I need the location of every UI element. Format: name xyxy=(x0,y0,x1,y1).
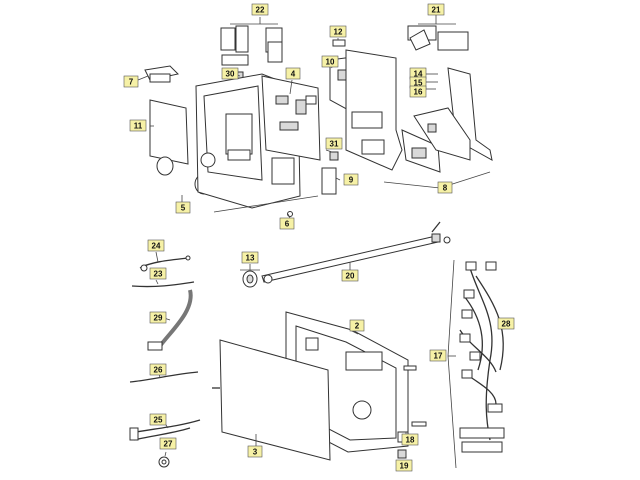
callout-24: 24 xyxy=(147,239,165,252)
callout-label: 30 xyxy=(226,70,235,79)
callout-12: 12 xyxy=(329,25,347,38)
callout-30: 30 xyxy=(221,67,239,80)
part-7-clip xyxy=(137,65,180,83)
callout-29: 29 xyxy=(149,311,167,324)
part-20-rod xyxy=(261,221,451,284)
part-29-tube xyxy=(147,289,193,351)
callout-16: 16 xyxy=(409,85,427,98)
callout-31: 31 xyxy=(325,137,343,150)
callout-label: 10 xyxy=(326,58,335,67)
callout-6: 6 xyxy=(279,217,295,230)
callout-label: 4 xyxy=(291,70,296,79)
callout-label: 26 xyxy=(154,366,163,375)
part-12-clip xyxy=(332,38,346,47)
callout-label: 12 xyxy=(334,28,343,37)
part-8-bracket-assembly xyxy=(345,49,491,189)
callout-label: 17 xyxy=(434,352,443,361)
callout-28: 28 xyxy=(497,317,515,330)
callout-label: 20 xyxy=(346,272,355,281)
callout-25: 25 xyxy=(149,413,167,426)
callout-label: 15 xyxy=(414,79,423,88)
callout-8: 8 xyxy=(437,181,453,194)
part-3-front-cover xyxy=(212,339,331,461)
callout-10: 10 xyxy=(321,55,339,68)
callout-7: 7 xyxy=(123,75,139,88)
callout-label: 5 xyxy=(181,204,186,213)
callout-label: 31 xyxy=(330,140,339,149)
callout-11: 11 xyxy=(129,119,147,132)
callout-label: 2 xyxy=(355,322,360,331)
callout-label: 29 xyxy=(154,314,163,323)
part-24-cable xyxy=(139,251,191,272)
part-13-nut xyxy=(240,264,260,288)
callout-label: 11 xyxy=(134,122,143,131)
callout-19: 19 xyxy=(395,459,413,472)
callout-4: 4 xyxy=(285,67,301,80)
part-9-terminal-block xyxy=(321,167,341,195)
right-tall-bracket xyxy=(413,67,493,161)
part-4-circuit-board xyxy=(261,75,321,161)
callout-17: 17 xyxy=(429,349,447,362)
part-31-fastener xyxy=(325,149,339,161)
part-2-back-plate xyxy=(285,311,409,453)
callout-5: 5 xyxy=(175,201,191,214)
part-21-brackets xyxy=(407,14,469,51)
callout-9: 9 xyxy=(343,173,359,186)
callout-label: 21 xyxy=(432,6,441,15)
callout-27: 27 xyxy=(159,437,177,450)
callout-label: 24 xyxy=(152,242,161,251)
callout-label: 6 xyxy=(285,220,290,229)
callout-label: 19 xyxy=(400,462,409,471)
callout-label: 25 xyxy=(154,416,163,425)
callout-13: 13 xyxy=(241,251,259,264)
part-11-cover-plate xyxy=(149,99,189,165)
callout-label: 18 xyxy=(406,436,415,445)
callout-label: 16 xyxy=(414,88,423,97)
callout-label: 22 xyxy=(256,6,265,15)
callout-2: 2 xyxy=(349,319,365,332)
callout-22: 22 xyxy=(251,3,269,16)
callout-18: 18 xyxy=(401,433,419,446)
callout-label: 9 xyxy=(349,176,354,185)
callout-23: 23 xyxy=(149,267,167,280)
callout-label: 13 xyxy=(246,254,255,263)
callout-label: 8 xyxy=(443,184,448,193)
callout-label: 3 xyxy=(253,448,258,457)
callout-label: 23 xyxy=(154,270,163,279)
callout-26: 26 xyxy=(149,363,167,376)
part-17-wiring-harness xyxy=(447,259,505,469)
part-22-brackets xyxy=(220,17,283,66)
callout-3: 3 xyxy=(247,445,263,458)
part-27-grommet xyxy=(158,451,170,468)
callout-label: 28 xyxy=(502,320,511,329)
part-23-cable xyxy=(131,279,195,288)
callout-20: 20 xyxy=(341,269,359,282)
callout-label: 14 xyxy=(414,70,423,79)
callout-21: 21 xyxy=(427,3,445,16)
callout-label: 7 xyxy=(129,78,134,87)
callout-label: 27 xyxy=(164,440,173,449)
